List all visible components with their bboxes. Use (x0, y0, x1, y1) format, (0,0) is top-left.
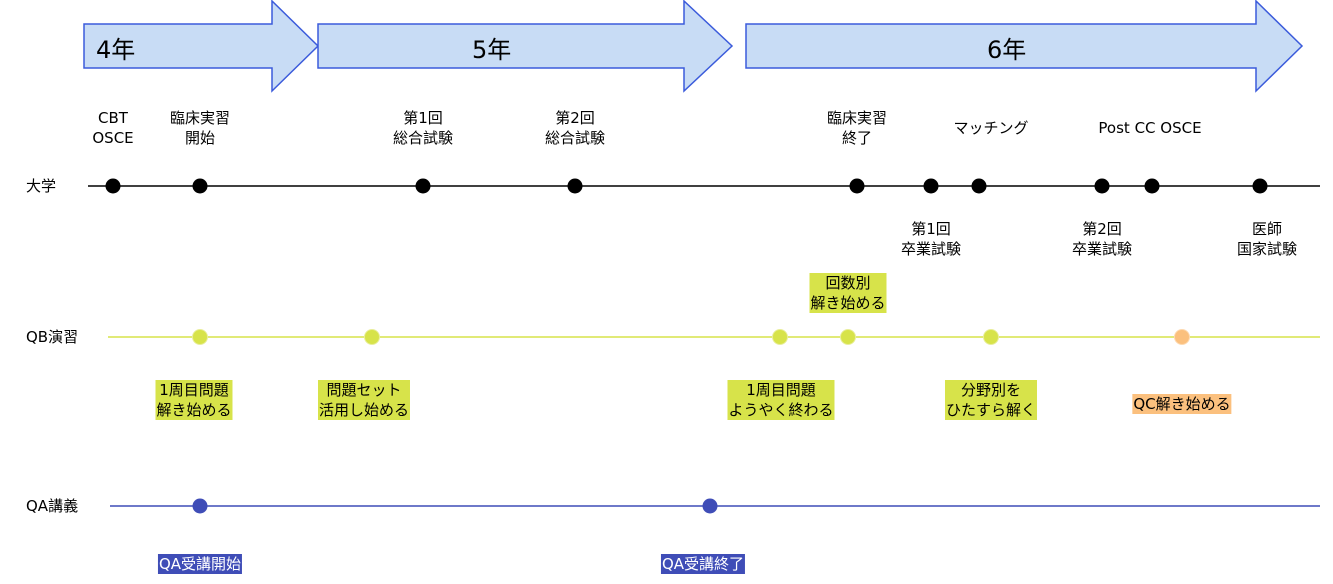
row-label-qa: QA講義 (26, 497, 79, 515)
university-dot (105, 178, 121, 194)
qb-dot (983, 329, 999, 345)
qb-label: 分野別をひたすら解く (944, 380, 1038, 420)
row-label-qb: QB演習 (26, 328, 79, 346)
university-dot (923, 178, 939, 194)
event-comprehensive-2: 第2回総合試験 (544, 109, 606, 147)
qb-first-round-start: 1周目問題解き始める (155, 380, 233, 420)
qb-by-field: 分野別をひたすら解く (944, 380, 1038, 420)
qb-question-set: 問題セット活用し始める (317, 380, 411, 420)
event-comprehensive-1: 第1回総合試験 (392, 109, 454, 147)
university-dot (849, 178, 865, 194)
qb-dot (840, 329, 856, 345)
year-arrow-4 (83, 0, 320, 93)
university-dot (567, 178, 583, 194)
university-dot (415, 178, 431, 194)
qb-label: 1周目問題解き始める (155, 380, 233, 420)
event-clinical-start: 臨床実習開始 (169, 109, 231, 147)
qb-first-round-end: 1周目問題ようやく終わる (727, 380, 835, 420)
event-clinical-end: 臨床実習終了 (826, 109, 888, 147)
qb-dot (192, 329, 208, 345)
year-label-4: 4年 (96, 36, 136, 64)
qc-start: QC解き始める (1132, 394, 1232, 414)
university-dot (192, 178, 208, 194)
qb-dot (364, 329, 380, 345)
qa-dot (702, 498, 718, 514)
university-dot (1252, 178, 1268, 194)
year-arrow-6 (745, 0, 1304, 93)
event-graduation-exam-1: 第1回卒業試験 (900, 220, 962, 258)
event-matching: マッチング (953, 119, 1029, 137)
qc-dot (1174, 329, 1190, 345)
qb-label: 1周目問題ようやく終わる (727, 380, 835, 420)
qa-label: QA受講開始 (157, 554, 243, 574)
event-post-cc-osce: Post CC OSCE (1098, 119, 1202, 137)
qc-label: QC解き始める (1132, 394, 1232, 414)
qa-label: QA受講終了 (660, 554, 746, 574)
university-dot (971, 178, 987, 194)
year-arrow-5 (317, 0, 734, 93)
event-national-exam: 医師国家試験 (1236, 220, 1298, 258)
row-label-university: 大学 (26, 177, 57, 195)
university-dot (1094, 178, 1110, 194)
qb-label: 回数別解き始める (809, 273, 887, 313)
qa-dot (192, 498, 208, 514)
qb-label: 問題セット活用し始める (317, 380, 411, 420)
year-label-6: 6年 (987, 36, 1027, 64)
year-label-5: 5年 (472, 36, 512, 64)
university-dot (1144, 178, 1160, 194)
qa-start: QA受講開始 (157, 554, 243, 574)
qa-end: QA受講終了 (660, 554, 746, 574)
qb-dot (772, 329, 788, 345)
qb-by-session: 回数別解き始める (809, 273, 887, 313)
event-graduation-exam-2: 第2回卒業試験 (1071, 220, 1133, 258)
